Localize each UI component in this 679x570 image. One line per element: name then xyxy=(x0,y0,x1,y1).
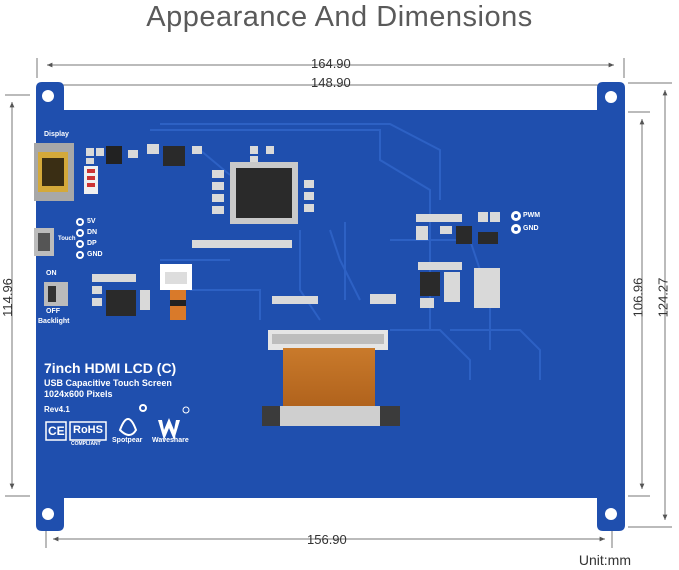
spotpear-logo xyxy=(118,404,147,436)
gnd-label: GND xyxy=(523,225,539,232)
pcb-traces xyxy=(150,123,541,380)
flex-cable xyxy=(262,330,400,426)
revision-label: Rev4.1 xyxy=(44,405,70,414)
rohs-logo xyxy=(69,421,107,441)
pin-dn-label: DN xyxy=(87,229,98,236)
dim-top-outer: 164.90 xyxy=(311,56,351,71)
dim-right-inner: 106.96 xyxy=(630,277,646,318)
ce-logo xyxy=(45,421,67,441)
switch-off-label: OFF xyxy=(46,308,60,315)
fpc-socket xyxy=(160,264,192,320)
rohs-compliant: COMPLIANT xyxy=(71,441,101,447)
backlight-switch xyxy=(44,282,68,306)
rohs-mark: RoHS xyxy=(73,424,103,436)
page-title: Appearance And Dimensions xyxy=(146,1,533,33)
micro-usb-port xyxy=(34,228,54,256)
backlight-label: Backlight xyxy=(38,318,70,325)
dim-right-outer: 124.27 xyxy=(655,277,671,318)
unit-label: Unit:mm xyxy=(578,552,631,568)
touch-pins xyxy=(76,211,521,259)
dim-left: 114.96 xyxy=(0,278,15,317)
dim-bottom: 156.90 xyxy=(307,532,347,547)
spotpear-label: Spotpear xyxy=(112,437,143,444)
main-chip xyxy=(230,162,298,224)
pin-5v-label: 5V xyxy=(87,218,96,225)
product-subtitle-2: 1024x600 Pixels xyxy=(44,389,113,399)
components xyxy=(84,144,500,316)
switch-on-label: ON xyxy=(46,270,57,277)
waveshare-logo xyxy=(158,406,190,440)
pwm-label: PWM xyxy=(523,212,541,219)
pcb-board xyxy=(36,82,625,531)
touch-label: Touch xyxy=(58,236,76,242)
waveshare-label: Waveshare xyxy=(152,437,189,444)
dim-top-inner: 148.90 xyxy=(311,75,351,90)
pin-gnd-label: GND xyxy=(87,251,103,258)
dimension-lines xyxy=(5,58,672,548)
ce-mark: CE xyxy=(48,424,65,438)
display-label: Display xyxy=(44,131,69,138)
pin-dp-label: DP xyxy=(87,240,97,247)
product-name: 7inch HDMI LCD (C) xyxy=(44,360,177,376)
product-subtitle-1: USB Capacitive Touch Screen xyxy=(44,378,172,388)
hdmi-connector xyxy=(34,143,74,201)
